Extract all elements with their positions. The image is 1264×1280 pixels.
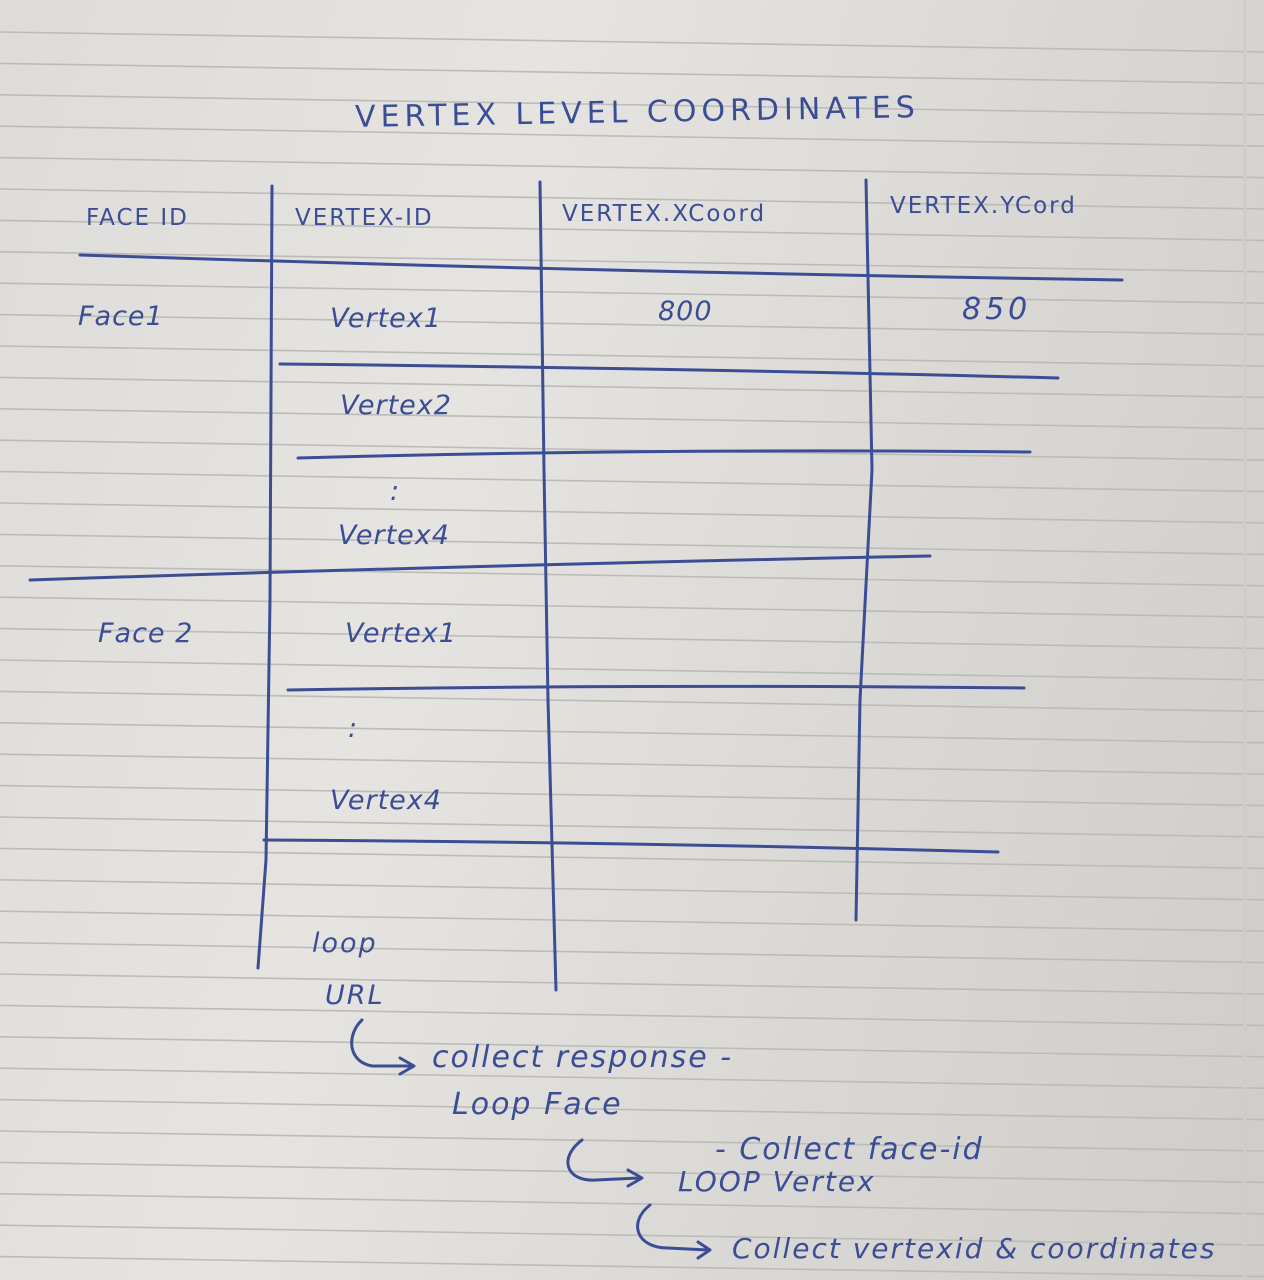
ruled-line bbox=[0, 847, 1264, 870]
cell-face-2: Face 2 bbox=[98, 618, 194, 649]
ruled-line bbox=[0, 62, 1264, 85]
ruled-line bbox=[0, 408, 1264, 430]
ruled-line bbox=[0, 753, 1264, 775]
ruled-line bbox=[0, 784, 1264, 807]
ruled-line bbox=[0, 1004, 1264, 1027]
note-collect-face-id: - Collect face-id bbox=[715, 1132, 984, 1167]
ruled-line bbox=[0, 816, 1264, 838]
ruled-line bbox=[0, 282, 1264, 304]
ruled-line bbox=[0, 596, 1264, 618]
ruled-line bbox=[0, 973, 1264, 995]
ruled-line bbox=[0, 1098, 1264, 1121]
note-loop-vertex: LOOP Vertex bbox=[678, 1165, 876, 1198]
cell-ycoord-1: 850 bbox=[962, 292, 1032, 327]
header-face-id: FACE ID bbox=[86, 205, 189, 231]
ruled-line bbox=[0, 376, 1264, 399]
ruled-line bbox=[0, 188, 1264, 210]
ruled-line bbox=[0, 502, 1264, 524]
cell-vertex-1: Vertex1 bbox=[330, 303, 442, 334]
ruled-line bbox=[0, 125, 1264, 147]
ruled-line bbox=[0, 31, 1264, 53]
ruled-line bbox=[0, 156, 1264, 179]
note-loop-face: Loop Face bbox=[452, 1087, 623, 1122]
ruled-line bbox=[0, 879, 1264, 901]
ruled-line bbox=[0, 1161, 1264, 1184]
cell-vertex-4-face-2: Vertex4 bbox=[330, 785, 442, 816]
cell-face-1: Face1 bbox=[78, 301, 164, 332]
cell-ellipsis-1: : bbox=[390, 476, 401, 507]
cell-xcoord-1: 800 bbox=[658, 296, 713, 327]
ruled-line bbox=[0, 1036, 1264, 1058]
note-collect-vertex: Collect vertexid & coordinates bbox=[732, 1232, 1217, 1265]
ruled-line bbox=[0, 910, 1264, 932]
ruled-line bbox=[0, 251, 1264, 273]
ruled-line bbox=[0, 690, 1264, 713]
ruled-line bbox=[0, 345, 1264, 367]
ruled-line bbox=[0, 1193, 1264, 1215]
ruled-line bbox=[0, 659, 1264, 681]
ruled-line bbox=[0, 439, 1264, 461]
ruled-line bbox=[0, 722, 1264, 744]
header-vertex-xcoord: VERTEX.XCoord bbox=[562, 201, 767, 227]
ruled-line bbox=[0, 627, 1264, 650]
header-vertex-ycord: VERTEX.YCord bbox=[890, 193, 1077, 219]
ruled-line bbox=[0, 94, 1264, 116]
cell-vertex-1-face-2: Vertex1 bbox=[345, 618, 457, 649]
cell-ellipsis-2: : bbox=[348, 713, 359, 744]
ruled-line bbox=[0, 313, 1264, 336]
ruled-line bbox=[0, 1130, 1264, 1152]
ruled-line bbox=[0, 941, 1264, 964]
cell-vertex-4: Vertex4 bbox=[338, 520, 450, 551]
note-loop: loop bbox=[312, 928, 378, 959]
ruled-line bbox=[0, 533, 1264, 556]
note-collect-response: collect response - bbox=[432, 1040, 734, 1075]
ruled-line bbox=[0, 1067, 1264, 1089]
header-vertex-id: VERTEX-ID bbox=[295, 205, 434, 231]
note-url: URL bbox=[325, 980, 385, 1011]
ruled-line bbox=[0, 565, 1264, 587]
cell-vertex-2: Vertex2 bbox=[340, 390, 452, 421]
ruled-line bbox=[0, 1224, 1264, 1246]
ruled-line bbox=[0, 470, 1264, 493]
ruled-line bbox=[0, 219, 1264, 242]
ruled-line bbox=[0, 1255, 1264, 1278]
